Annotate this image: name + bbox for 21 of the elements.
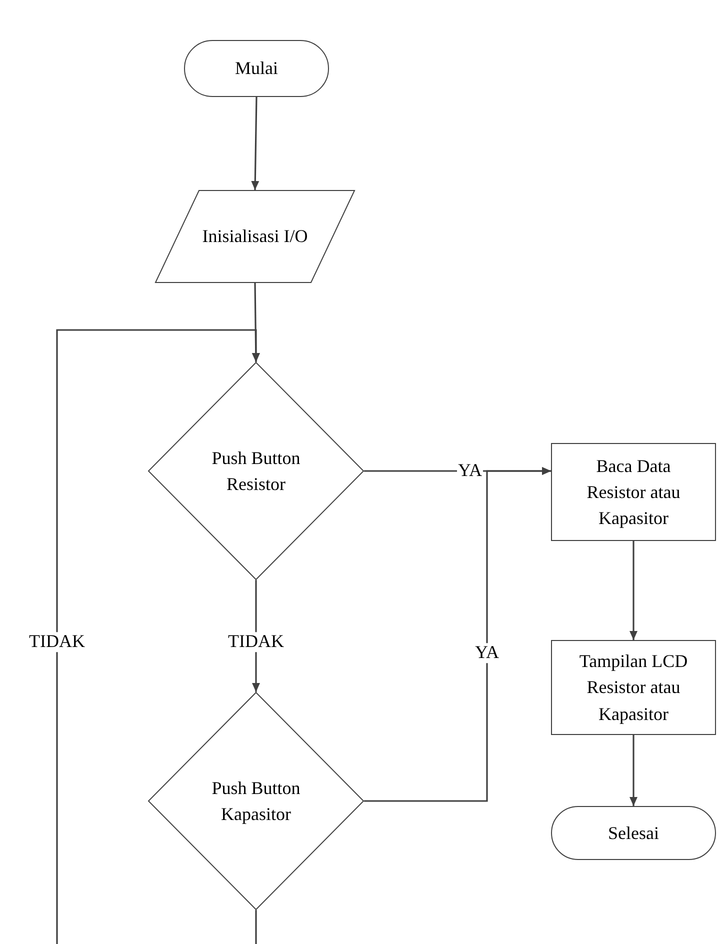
input-output-parallelogram	[155, 190, 355, 283]
node-text: Selesai	[607, 822, 660, 845]
node-text: Push Button Kapasitor	[210, 776, 302, 826]
process-box	[551, 443, 716, 541]
node-text: Mulai	[234, 57, 279, 80]
decision-diamond	[148, 362, 364, 580]
node-text: Tampilan LCD Resistor atau Kapasitor	[578, 650, 689, 726]
edge-label: TIDAK	[227, 632, 285, 652]
arrow	[56, 329, 260, 944]
process-box	[551, 640, 716, 735]
arrow	[364, 467, 551, 802]
arrow	[251, 96, 260, 190]
terminal-shape	[551, 806, 716, 860]
arrow	[630, 541, 638, 640]
node-text: Baca Data Resistor atau Kapasitor	[586, 454, 682, 530]
arrow	[630, 735, 638, 806]
node-text: Inisialisasi I/O	[202, 225, 308, 248]
decision-diamond	[148, 692, 364, 910]
edge-label: YA	[474, 643, 500, 663]
node-text: Push Button Resistor	[210, 446, 302, 496]
edge-label: TIDAK	[28, 632, 86, 652]
